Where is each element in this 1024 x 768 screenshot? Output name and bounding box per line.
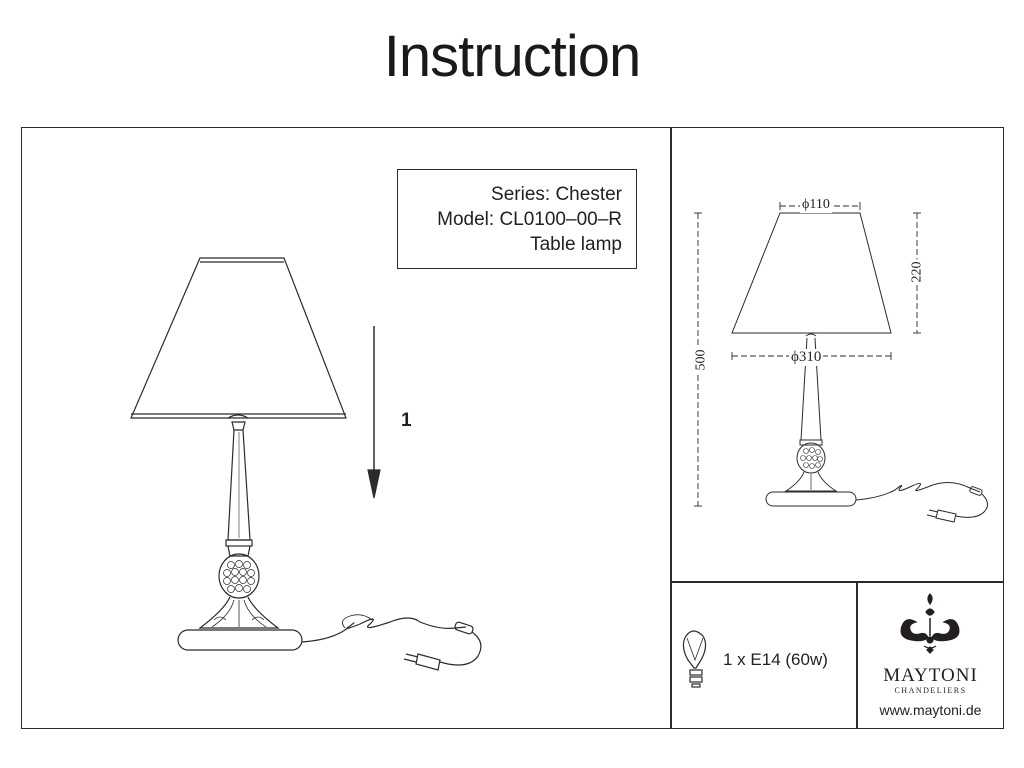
- small-lamp-shade: [731, 212, 892, 334]
- total-height-label: 500: [693, 347, 710, 373]
- shade-height-label: 220: [909, 259, 926, 285]
- lamp-illustration-large: [130, 257, 482, 671]
- product-type-label: Table lamp: [530, 234, 622, 255]
- shade-bottom-diameter-label: ϕ310: [789, 349, 824, 366]
- frame-divider-footer: [856, 581, 858, 729]
- product-info-box: Series: Chester Model: CL0100–00–R Table…: [397, 169, 637, 269]
- series-label: Series: Chester: [491, 184, 622, 205]
- lamp-illustration-dimensioned: [731, 212, 988, 523]
- maytoni-ornament-logo: [900, 593, 960, 654]
- light-bulb-icon: [682, 630, 707, 688]
- shade-top-diameter-label: ϕ110: [800, 197, 832, 213]
- step-number: 1: [401, 410, 412, 431]
- lamp-shade: [130, 257, 347, 419]
- model-label: Model: CL0100–00–R: [437, 209, 622, 230]
- frame-divider-horizontal: [670, 581, 1004, 583]
- frame-divider-vertical: [670, 127, 672, 729]
- brand-name: MAYTONI: [883, 665, 978, 686]
- assembly-arrow: [367, 326, 381, 499]
- drawing-frame: [21, 127, 1004, 729]
- lamp-base: [177, 629, 303, 651]
- power-plug: [415, 653, 441, 671]
- page-title: Instruction: [383, 24, 642, 89]
- bulb-spec: 1 x E14 (60w): [723, 650, 828, 669]
- brand-tagline: CHANDELIERS: [894, 686, 967, 695]
- honeycomb-ornament: [218, 553, 260, 599]
- brand-url: www.maytoni.de: [879, 702, 982, 718]
- cord-switch: [454, 621, 474, 635]
